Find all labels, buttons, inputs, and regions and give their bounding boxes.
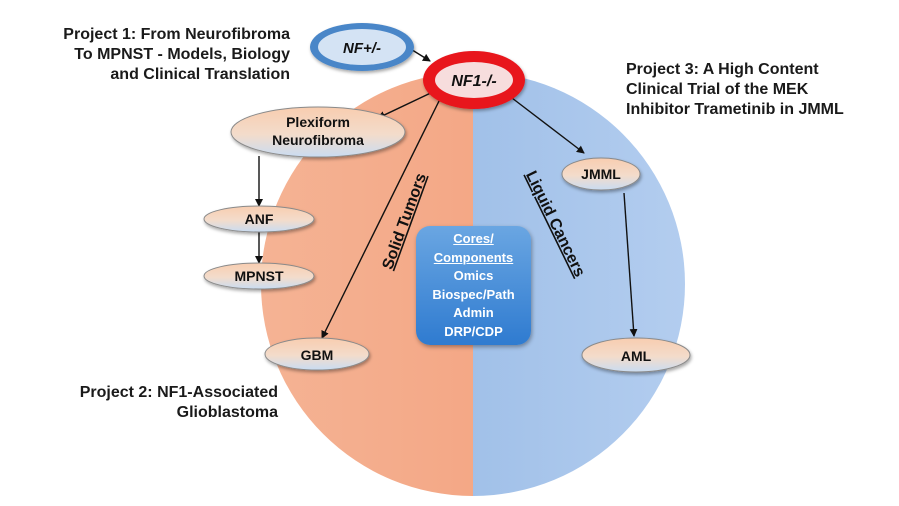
arrow-nf1-to-plexiform [377, 89, 438, 119]
node-gbm: GBM [264, 337, 370, 371]
jmml-label: JMML [581, 166, 621, 182]
gbm-shape [264, 337, 370, 371]
anf-label: ANF [245, 211, 274, 227]
nf1-label: NF1-/- [451, 73, 496, 90]
project-3-line2: Clinical Trial of the MEK [626, 81, 809, 98]
nf-het-inner [318, 29, 406, 65]
node-jmml: JMML [561, 157, 641, 191]
node-aml: AML [581, 337, 691, 373]
plexiform-label-line1: Plexiform [286, 114, 350, 130]
arrow-nf1-to-gbm [321, 96, 442, 339]
anf-shape [203, 205, 315, 233]
cores-components-box: Cores/ Components Omics Biospec/Path Adm… [416, 226, 531, 345]
project-2-line1: Project 2: NF1-Associated [79, 384, 278, 401]
cores-item-admin: Admin [453, 305, 494, 320]
mpnst-label: MPNST [235, 268, 284, 284]
project-1-line1: Project 1: From Neurofibroma [63, 26, 290, 43]
cores-item-biospec-path: Biospec/Path [432, 286, 515, 302]
arrows [255, 47, 638, 339]
gbm-label: GBM [301, 347, 334, 363]
aml-label: AML [621, 348, 652, 364]
node-nf1-null: NF1-/- [423, 51, 525, 109]
cores-title-line1: Cores/ [453, 231, 494, 246]
project-3-label: Project 3: A High Content Clinical Trial… [626, 60, 844, 120]
cores-title-line2: Components [433, 249, 514, 265]
node-mpnst: MPNST [203, 262, 315, 290]
arrow-nf1-to-jmml [511, 97, 585, 154]
aml-shape [581, 337, 691, 373]
project-1-line3: and Clinical Translation [110, 66, 290, 83]
project-2-line2: Glioblastoma [176, 404, 278, 421]
mpnst-shape [203, 262, 315, 290]
project-3-line1: Project 3: A High Content [626, 61, 819, 78]
project-2-label: Project 2: NF1-Associated Glioblastoma [80, 383, 278, 423]
project-3-line3: Inhibitor Trametinib in JMML [626, 101, 844, 118]
node-plexiform-neurofibroma: Plexiform Neurofibroma [230, 106, 406, 158]
plexiform-shape [230, 106, 406, 158]
node-anf: ANF [203, 205, 315, 233]
project-1-line2: To MPNST - Models, Biology [74, 46, 290, 63]
jmml-shape [561, 157, 641, 191]
solid-tumors-half [261, 72, 473, 496]
plexiform-label-line2: Neurofibroma [272, 132, 364, 148]
arrow-jmml-to-aml [623, 192, 638, 337]
nf-het-label: NF+/- [343, 40, 381, 57]
project-1-label: Project 1: From Neurofibroma To MPNST - … [63, 25, 290, 85]
cores-item-omics: Omics [453, 268, 494, 283]
nf1-inner [435, 62, 513, 98]
cores-item-drp-cdp: DRP/CDP [444, 323, 503, 339]
node-nf-het: NF+/- [310, 23, 414, 71]
